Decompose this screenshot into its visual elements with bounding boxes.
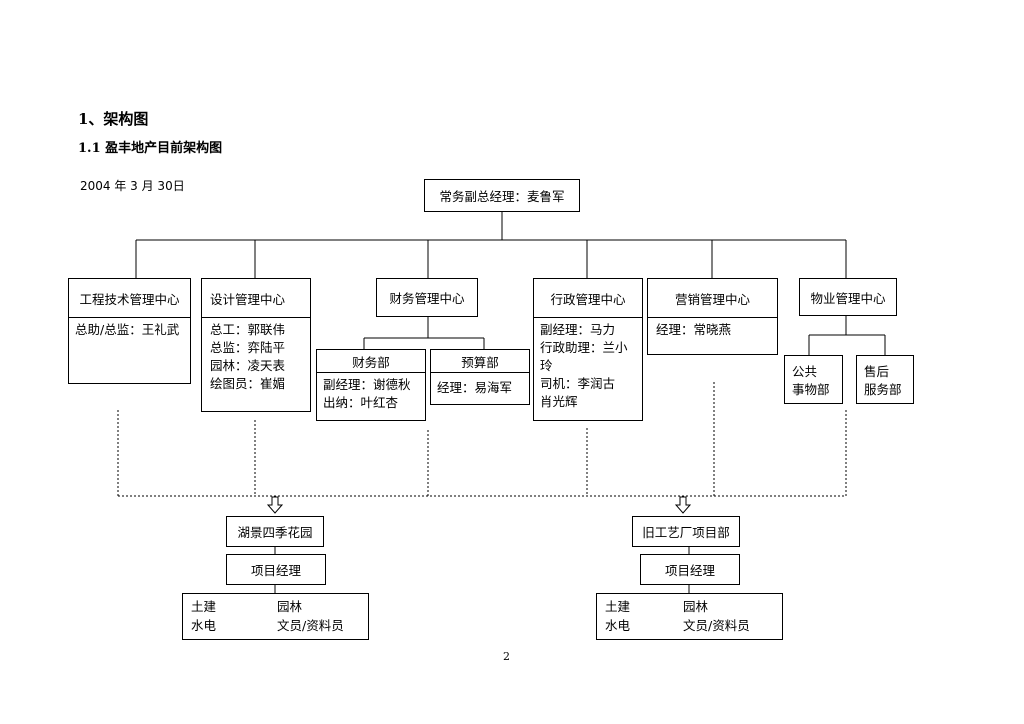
staff-landscape: 园林 [277, 599, 303, 614]
admin-center-box: 行政管理中心 副经理：马力 行政助理：兰小 玲 司机：李润古 肖光辉 [533, 278, 643, 421]
project-old-factory-box: 旧工艺厂项目部 [632, 516, 740, 547]
accounting-dept-box: 财务部 副经理：谢德秋 出纳：叶红杏 [316, 349, 426, 421]
admin-center-title: 行政管理中心 [534, 279, 642, 318]
design-center-staff: 总工：郭联伟 总监：弈陆平 园林：凌天表 绘图员：崔媚 [210, 322, 286, 391]
project-name: 旧工艺厂项目部 [642, 525, 730, 540]
marketing-center-title: 营销管理中心 [648, 279, 777, 318]
budget-dept-staff: 经理：易海军 [437, 380, 513, 395]
marketing-center-staff: 经理：常晓燕 [656, 322, 732, 337]
project-manager-box: 项目经理 [640, 554, 740, 585]
staff-clerk: 文员/资料员 [683, 617, 750, 633]
marketing-center-box: 营销管理中心 经理：常晓燕 [647, 278, 778, 355]
ceo-box: 常务副总经理：麦鲁军 [424, 179, 580, 212]
staff-civil: 土建 [191, 599, 217, 614]
staff-utilities: 水电 [605, 617, 631, 633]
project-staff-box: 土建 园林 水电 文员/资料员 [182, 593, 369, 640]
staff-landscape: 园林 [683, 599, 709, 614]
aftersales-dept-box: 售后 服务部 [856, 355, 914, 404]
budget-dept-title: 预算部 [431, 350, 529, 373]
finance-center-title: 财务管理中心 [389, 291, 465, 306]
project-manager-box: 项目经理 [226, 554, 326, 585]
accounting-dept-staff: 副经理：谢德秋 出纳：叶红杏 [323, 377, 411, 410]
subsection-heading: 1.1 盈丰地产目前架构图 [78, 141, 223, 156]
property-center-title: 物业管理中心 [810, 290, 886, 306]
engineering-center-staff: 总助/总监：王礼武 [75, 322, 180, 337]
design-center-title: 设计管理中心 [202, 279, 310, 318]
chart-date: 2004 年 3 月 30日 [80, 179, 185, 193]
engineering-center-box: 工程技术管理中心 总助/总监：王礼武 [68, 278, 191, 384]
public-affairs-dept-box: 公共 事物部 [784, 355, 843, 404]
staff-clerk: 文员/资料员 [277, 617, 344, 633]
section-heading: 1、架构图 [78, 110, 149, 128]
admin-center-staff: 副经理：马力 行政助理：兰小 玲 司机：李润古 肖光辉 [540, 322, 628, 409]
project-name: 湖景四季花园 [237, 525, 313, 540]
page-number: 2 [503, 650, 510, 663]
design-center-box: 设计管理中心 总工：郭联伟 总监：弈陆平 园林：凌天表 绘图员：崔媚 [201, 278, 311, 412]
ceo-label: 常务副总经理：麦鲁军 [439, 189, 565, 204]
staff-civil: 土建 [605, 599, 631, 614]
engineering-center-title: 工程技术管理中心 [69, 279, 190, 318]
staff-utilities: 水电 [191, 617, 217, 633]
budget-dept-box: 预算部 经理：易海军 [430, 349, 530, 405]
accounting-dept-title: 财务部 [317, 350, 425, 373]
property-center-box: 物业管理中心 [799, 278, 897, 316]
project-manager-label: 项目经理 [664, 563, 715, 578]
project-staff-box: 土建 园林 水电 文员/资料员 [596, 593, 783, 640]
project-hujing-box: 湖景四季花园 [226, 516, 324, 547]
project-manager-label: 项目经理 [250, 563, 301, 578]
finance-center-box: 财务管理中心 [376, 278, 478, 317]
